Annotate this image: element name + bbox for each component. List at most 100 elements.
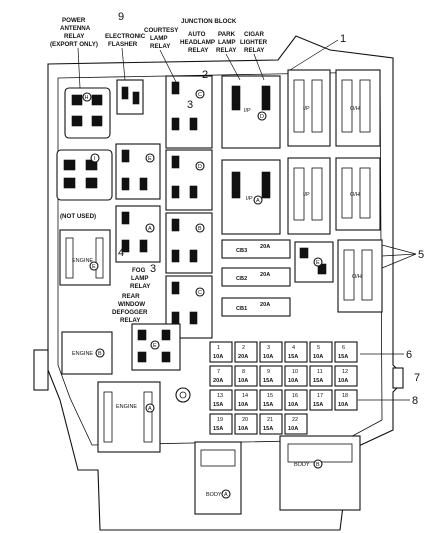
fuse-number: 1 [217,345,220,351]
callout-4: 4 [118,247,124,259]
connector-letter-e: D [198,164,202,170]
engine-relay-small: E [131,323,181,371]
leader-callout-1 [289,39,339,71]
callout-2: 2 [202,69,208,81]
label-power-antenna-relay: POWER ANTENNA RELAY (EXPORT ONLY) [50,17,98,48]
connector-letter-b-engine: B [98,351,102,357]
oh-connector-lower: O/H [337,239,383,313]
fuse-number: 15 [267,393,273,399]
cb1-rating: 20A [260,302,270,308]
relay-column-center: C D B C [165,75,213,339]
callout-6: 6 [406,349,412,361]
leader-callout-5b [381,253,417,257]
relay-c-right: E [294,241,334,283]
connector-letter-a-ip: A [256,198,260,204]
svg-text:ANTENNA: ANTENNA [60,25,91,32]
fuse-rating: 10A [288,426,298,432]
svg-text:RELAY: RELAY [120,317,141,324]
svg-text:LAMP: LAMP [131,275,149,282]
fuse-number: 21 [267,417,273,423]
callout-7: 7 [414,372,420,384]
connector-letter-d: C [198,92,202,98]
electronic-flasher-connector [116,79,144,115]
fuse-number: 22 [292,417,298,423]
fuse-rating: 10A [213,354,223,360]
svg-text:ELECTRONIC: ELECTRONIC [105,33,146,40]
fuse-slot-14: 14 10A [234,389,258,411]
fuse-number: 14 [242,393,248,399]
fuse-slot-7: 7 20A [209,365,233,387]
leader-callout-5a [381,244,417,255]
connector-letter-b-relay: B [198,226,202,232]
svg-text:FOG: FOG [132,267,146,274]
fuse-grid: 110A220A310A415A510A615A720A810A915A1010… [209,341,358,435]
fuse-slot-22: 22 10A [284,413,308,435]
fuse-number: 3 [267,345,270,351]
oh-label-mid: O/H [350,192,360,198]
fuse-number: 7 [217,369,220,375]
leader-electronic-flasher [121,47,126,81]
engine-label-a: ENGINE [116,404,137,410]
callout-5: 5 [418,249,424,261]
body-connector-b: BODY B [279,435,361,511]
fuse-number: 18 [342,393,348,399]
connector-letter-a-relay: A [148,226,152,232]
fuse-rating: 20A [213,378,223,384]
label-park-lamp-relay: PARK LAMP RELAY [216,31,237,54]
svg-text:REAR: REAR [122,293,140,300]
svg-text:LAMP: LAMP [150,35,168,42]
connector-letter-c-engine: E [92,264,96,270]
body-connector-a: BODY A [194,441,242,515]
svg-text:RELAY: RELAY [216,47,237,54]
connector-letter-c-left: E [148,156,152,162]
fuse-number: 5 [317,345,320,351]
svg-text:LAMP: LAMP [218,39,236,46]
label-junction-block: JUNCTION BLOCK [181,18,237,25]
svg-text:(EXPORT ONLY): (EXPORT ONLY) [50,41,98,48]
svg-text:RELAY: RELAY [244,47,265,54]
svg-text:RELAY: RELAY [130,283,151,290]
engine-connector-b: ENGINE B [61,331,113,375]
oh-label-top: O/H [350,106,360,112]
svg-text:AUTO: AUTO [188,31,206,38]
label-cigar-lighter-relay: CIGAR LIGHTER RELAY [240,31,268,54]
label-fog-lamp-relay: FOG LAMP RELAY [130,267,151,290]
fuse-rating: 15A [263,378,273,384]
oh-connector-mid: O/H [335,157,381,231]
fuse-rating: 20A [238,354,248,360]
fuse-rating: 10A [338,378,348,384]
fuse-slot-4: 4 15A [284,341,308,363]
ip-connector-e: I/P D [221,75,281,149]
fuse-number: 19 [217,417,223,423]
relay-c-left: E [115,143,161,200]
cb1-name: CB1 [236,306,247,312]
fuse-rating: 10A [288,378,298,384]
circuit-breaker-cb2: CB2 20A [221,267,291,287]
svg-text:WINDOW: WINDOW [118,301,145,308]
fuse-slot-1: 1 10A [209,341,233,363]
fuse-rating: 10A [238,402,248,408]
ip-label-g: I/P [303,192,310,198]
fuse-number: 4 [292,345,295,351]
fuse-rating: 10A [288,402,298,408]
fuse-number: 9 [267,369,270,375]
connector-letter-c-right: E [316,260,320,266]
ip-label-f: I/P [303,106,310,112]
callout-3-lower: 3 [150,263,156,275]
fuse-rating: 15A [288,354,298,360]
relay-a-not-used: A [115,205,161,263]
cb2-name: CB2 [236,276,247,282]
connector-letter-c-engine-relay: E [153,343,157,349]
leader-callout-5c [381,253,417,269]
circuit-breaker-cb1: CB1 20A [221,297,291,317]
fuse-number: 2 [242,345,245,351]
connector-letter-h: H [85,95,89,101]
fuse-rating: 15A [313,402,323,408]
